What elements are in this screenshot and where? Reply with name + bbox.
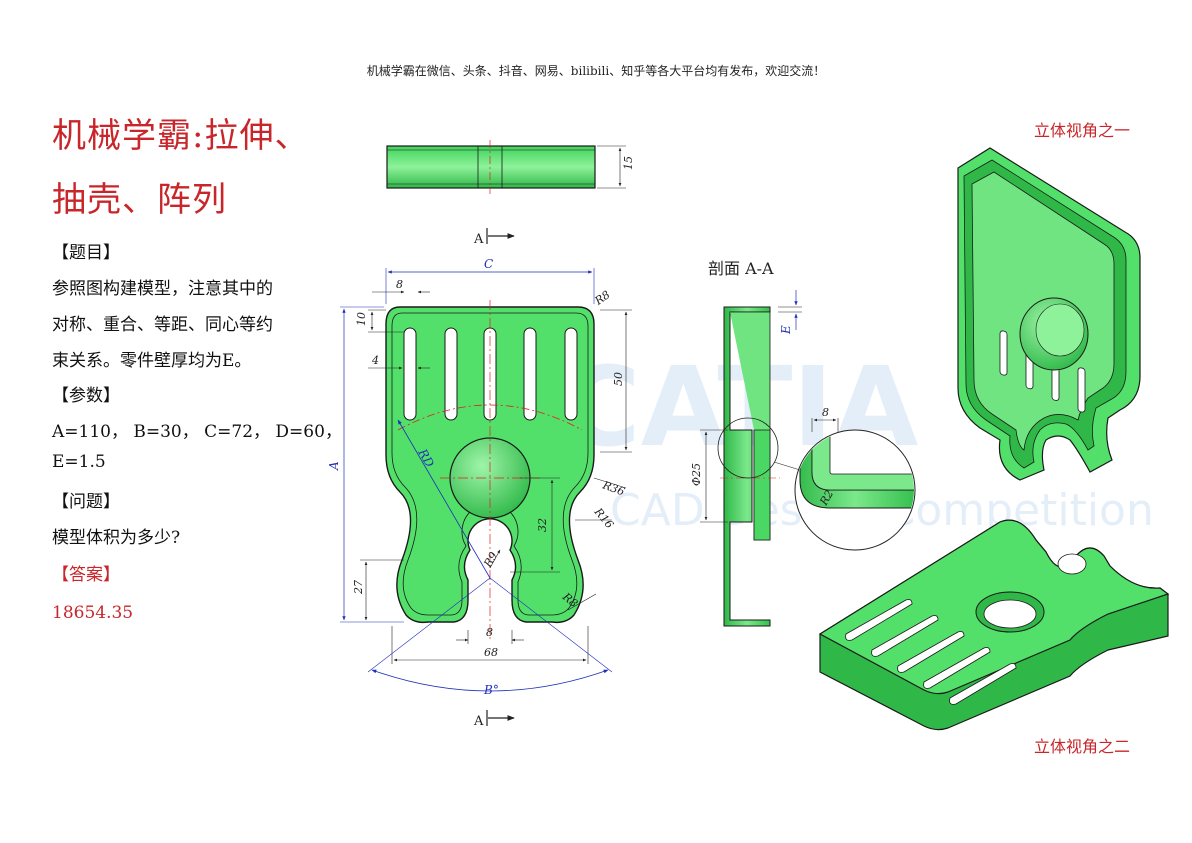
question-text: 模型体积为多少?	[52, 528, 181, 548]
section-view: 剖面 A-A E Φ25 8 R2	[690, 259, 916, 627]
slot	[523, 327, 537, 421]
question-heading: 【问题】	[52, 492, 120, 512]
front-view: C 8 R8 10 4 50 A RD R36 R16 32 R9	[327, 257, 632, 697]
title-line-1: 机械学霸:拉伸、	[52, 116, 310, 156]
dim-detail-8: 8	[822, 406, 829, 419]
answer-heading: 【答案】	[52, 565, 120, 585]
svg-text:A: A	[473, 232, 484, 247]
page-header: 机械学霸在微信、头条、抖音、网易、bilibili、知乎等各大平台均有发布，欢迎…	[366, 64, 826, 78]
problem-heading: 【题目】	[52, 243, 120, 263]
problem-line-3: 束关系。零件壁厚均为E。	[52, 351, 252, 371]
top-view: 15	[386, 140, 635, 194]
params-line-1: A=110， B=30， C=72， D=60，	[52, 422, 342, 442]
slot	[564, 327, 578, 421]
problem-line-2: 对称、重合、等距、同心等约	[52, 315, 273, 335]
iso-view-1: 立体视角之一	[957, 121, 1141, 481]
iso-view-1-label: 立体视角之一	[1034, 121, 1130, 140]
dim-68: 68	[484, 646, 498, 659]
dim-32: 32	[536, 518, 549, 532]
dim-c: C	[484, 257, 493, 271]
slot	[403, 327, 417, 421]
svg-text:A: A	[473, 714, 484, 729]
iso-view-2-label: 立体视角之二	[1034, 737, 1130, 756]
dim-50: 50	[612, 372, 625, 386]
slot	[444, 327, 458, 421]
dim-thickness: 15	[622, 156, 635, 170]
dim-b: B°	[483, 683, 499, 697]
section-marker-bottom: A	[473, 710, 515, 729]
section-marker-top: A	[473, 228, 515, 247]
dim-e: E	[779, 325, 793, 335]
section-label: 剖面 A-A	[708, 259, 774, 278]
dim-slot-top-10: 10	[355, 312, 368, 326]
dim-gap-8: 8	[486, 626, 493, 639]
dim-r8-top: R8	[592, 288, 613, 308]
iso-view-2: 立体视角之二	[818, 519, 1170, 756]
dim-a: A	[327, 461, 341, 471]
problem-line-1: 参照图构建模型，注意其中的	[52, 279, 273, 299]
params-line-2: E=1.5	[52, 452, 106, 472]
params-heading: 【参数】	[52, 386, 120, 406]
dim-27: 27	[352, 580, 365, 595]
dim-d25: Φ25	[690, 463, 703, 486]
dim-slot-width-4: 4	[371, 354, 379, 367]
dim-slot-top-8: 8	[396, 278, 403, 291]
answer-value: 18654.35	[52, 603, 134, 623]
title-line-2: 抽壳、阵列	[52, 180, 227, 220]
